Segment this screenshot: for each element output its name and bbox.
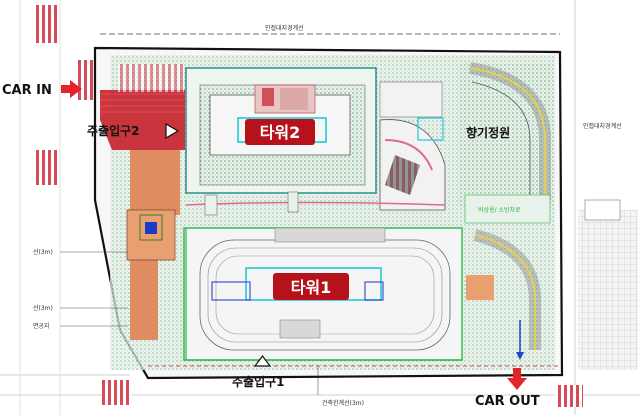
- tower2-label-bg: [245, 119, 315, 145]
- blue-core: [145, 222, 157, 234]
- left-annotation-1: 선(3m): [33, 248, 53, 256]
- garden-label: 향기정원: [466, 125, 510, 140]
- entrance2-marker: [165, 122, 180, 140]
- left-annotation-3: 면공지: [33, 322, 50, 330]
- entrance-plaza: [100, 90, 185, 150]
- car-in-arrow-icon: [61, 80, 82, 98]
- tower2-block: [185, 67, 377, 194]
- tower2-label: 타워2: [260, 123, 301, 142]
- right-area-label: 비상용/ 소방차로: [478, 206, 521, 214]
- entrance1-label: 주출입구1: [232, 374, 285, 389]
- walkway-outlines: [185, 191, 460, 361]
- car-in-label: CAR IN: [2, 83, 52, 98]
- boundary-right-label: 인접대지경계선: [583, 122, 622, 130]
- tower1-label: 타워1: [291, 278, 332, 297]
- entrance1-marker: [253, 355, 272, 367]
- boundary-top-label: 인접대지경계선: [265, 24, 304, 32]
- left-walkway-block: [126, 209, 176, 261]
- right-parking-area: [578, 199, 638, 370]
- crosswalks: [33, 5, 583, 407]
- building-line-label: 건축한계선(3m): [322, 399, 364, 407]
- car-out-arrow-icon: [507, 368, 527, 390]
- fragrance-garden: [458, 62, 553, 360]
- left-annotation-2: 선(3m): [33, 304, 53, 312]
- tower2-plaza: [379, 81, 446, 211]
- tower1-label-bg: [273, 273, 349, 300]
- car-out-label: CAR OUT: [475, 394, 540, 409]
- entrance2-label: 주출입구2: [87, 123, 140, 138]
